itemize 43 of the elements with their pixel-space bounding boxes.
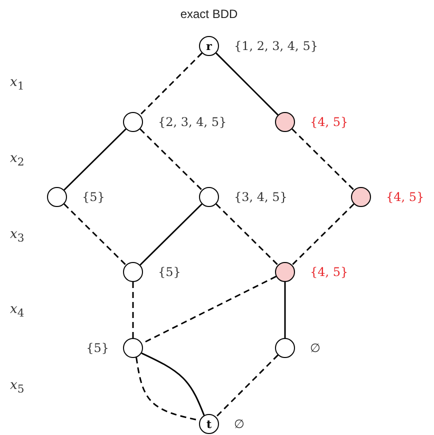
node-label: r [206,40,212,52]
decision-node [123,262,143,282]
solid-edge [216,52,278,116]
set-label: {5} [158,266,181,278]
solid-edge [140,204,202,266]
set-label: {1, 2, 3, 4, 5} [234,40,318,52]
decision-node [275,262,295,282]
variable-label: x$_{2}$ [10,152,24,168]
diagram-title: exact BDD [180,7,238,21]
variable-label: x$_{1}$ [10,76,24,92]
decision-node [123,112,143,132]
dashed-edge [216,354,278,418]
variable-label: x$_{5}$ [10,379,24,396]
set-label: {4, 5} [386,191,424,203]
decision-node [275,112,295,132]
dashed-edge [140,128,202,190]
variable-label: x$_{4}$ [10,303,24,320]
decision-node [275,338,295,358]
terminal-node [199,414,219,434]
dashed-edge [292,128,354,190]
set-label: {5} [86,342,109,354]
terminal-node [199,36,219,56]
set-label: {2, 3, 4, 5} [158,116,227,128]
set-label: ∅ [234,418,244,430]
dashed-edge [140,52,202,116]
decision-node [199,187,219,207]
dashed-edge [132,282,134,338]
decision-node [123,338,143,358]
set-label: {3, 4, 5} [234,191,288,203]
solid-edge [141,352,205,416]
set-label: {4, 5} [310,266,348,278]
solid-edge [284,282,286,338]
dashed-edge [292,204,354,266]
node-label: t [206,418,212,430]
dashed-edge [216,204,278,266]
set-label: {4, 5} [310,116,348,128]
decision-node [351,187,371,207]
set-label: ∅ [310,342,320,354]
dashed-edge [64,204,126,266]
variable-label: x$_{3}$ [10,228,24,244]
decision-node [47,187,67,207]
set-label: {5} [82,191,105,203]
solid-edge [64,128,126,190]
